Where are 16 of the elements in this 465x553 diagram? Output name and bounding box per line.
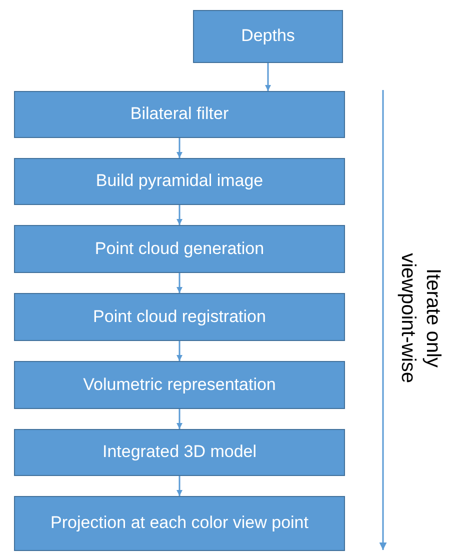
process-box: Point cloud registration [14, 293, 345, 341]
arrow [176, 273, 182, 293]
arrow [176, 138, 182, 158]
process-box: Bilateral filter [14, 91, 345, 138]
side-note: Iterate only viewpoint-wise [396, 252, 445, 386]
arrow [176, 205, 182, 225]
process-box: Build pyramidal image [14, 158, 345, 205]
arrow [176, 409, 182, 429]
process-box: Volumetric representation [14, 361, 345, 409]
process-box: Integrated 3D model [14, 429, 345, 476]
process-box: Depths [193, 10, 343, 63]
process-box: Projection at each color view point [14, 496, 345, 551]
arrow [176, 476, 182, 496]
arrow [265, 63, 271, 91]
process-box: Point cloud generation [14, 225, 345, 273]
arrow [176, 341, 182, 361]
